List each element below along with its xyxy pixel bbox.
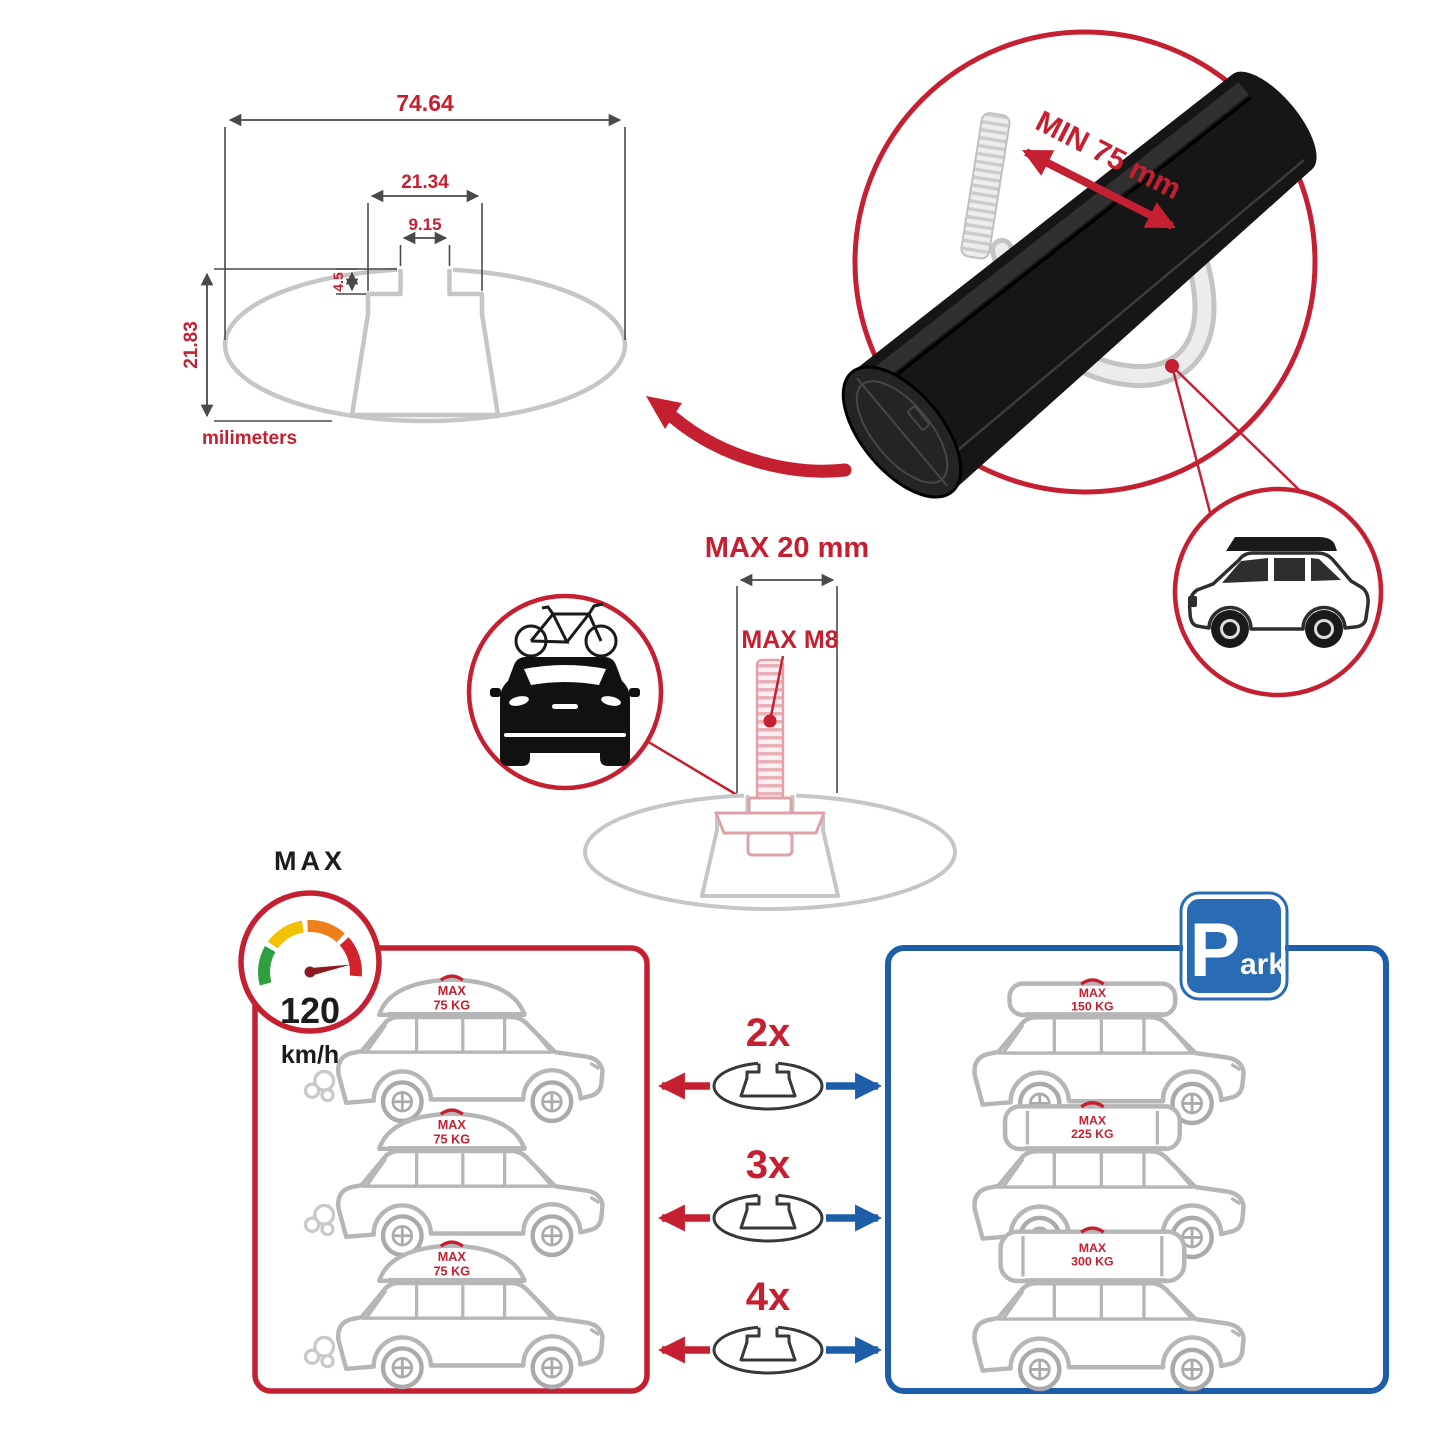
car-icon (338, 1148, 602, 1255)
parked-car-row-3: MAX 300 KG (975, 1226, 1244, 1389)
car-icon (338, 1280, 602, 1387)
load-value: 300 KG (1071, 1254, 1113, 1268)
step-depth-dim: 4.5 (330, 272, 346, 292)
cross-section-dimension-diagram: 74.64 21.34 9.15 4.5 21.83 milimeters (181, 90, 628, 449)
load-title: MAX (438, 1118, 467, 1132)
load-value: 150 KG (1071, 999, 1113, 1013)
unit-label: milimeters (202, 428, 297, 449)
multiplier-label: 2x (746, 1011, 791, 1055)
car-with-bike-icon (490, 602, 640, 766)
load-title: MAX (1079, 986, 1107, 1000)
load-title: MAX (438, 984, 467, 998)
multiplier-label: 4x (746, 1275, 791, 1319)
load-value: 225 KG (1071, 1127, 1113, 1141)
multiplier-row-2x: 2x (657, 1011, 883, 1109)
exhaust-smoke-icon (303, 1335, 336, 1369)
gauge-ring (238, 890, 382, 1034)
total-width-dim: 74.64 (396, 90, 454, 116)
crossbar-profile-icon (714, 1327, 822, 1373)
speed-max-label: MAX (274, 846, 346, 876)
parking-suffix: ark (1240, 948, 1285, 981)
load-title: MAX (1079, 1113, 1107, 1127)
multiplier-row-3x: 3x (657, 1143, 883, 1241)
exhaust-smoke-icon (303, 1069, 336, 1103)
arrowhead (646, 396, 682, 429)
total-height-dim: 21.83 (181, 321, 202, 369)
speed-value: 120 (280, 990, 340, 1031)
max-length-label: MAX 20 mm (705, 532, 869, 564)
driving-car-row-3: MAX 75 KG (303, 1242, 603, 1387)
max-thread-label: MAX M8 (741, 626, 838, 654)
car-icon (338, 1014, 602, 1121)
load-value: 75 KG (434, 1132, 471, 1146)
load-value: 75 KG (434, 1264, 471, 1278)
driving-car-row-2: MAX 75 KG (303, 1110, 603, 1255)
parked-car-row-2: MAX 225 KG (975, 1101, 1244, 1257)
slot-width-dim: 9.15 (408, 215, 441, 234)
parking-sign: P ark (1179, 891, 1289, 1001)
suv-with-roofbox-icon (1187, 537, 1370, 648)
bike-mount-example (466, 593, 664, 791)
dimension-lines (200, 113, 626, 422)
roof-box-icon (1002, 1101, 1183, 1152)
parked-limits-panel (885, 945, 1389, 1394)
crossbar-profile-icon (714, 1195, 822, 1241)
roof-basket-icon (998, 1226, 1187, 1284)
exhaust-smoke-icon (303, 1203, 336, 1237)
load-title: MAX (438, 1250, 467, 1264)
parked-car-row-1: MAX 150 KG (975, 978, 1244, 1123)
gauge-pivot (304, 966, 316, 978)
t-slot-channel (349, 269, 501, 418)
multiplier-label: 3x (746, 1143, 791, 1187)
gauge-arc-segments (258, 920, 362, 986)
parking-p-letter: P (1190, 908, 1241, 993)
driving-car-row-1: MAX 75 KG (303, 976, 603, 1121)
bar-end-face (841, 365, 963, 499)
load-title: MAX (1079, 1241, 1107, 1255)
load-value: 75 KG (434, 998, 471, 1012)
thread-callout-dot (763, 714, 777, 728)
pointer-arrow-to-diagram (646, 396, 852, 478)
crossbar-profile-icon (714, 1063, 822, 1109)
rooftop-cargo-example (1172, 486, 1384, 698)
multiplier-row-4x: 4x (657, 1275, 883, 1373)
speed-unit: km/h (281, 1041, 339, 1069)
car-icon (975, 1280, 1244, 1389)
t-bolt-icon (714, 658, 826, 857)
crossbar-detail-view: MIN 75 mm (841, 29, 1318, 499)
speed-limit-gauge: MAX 120 km/h (238, 846, 382, 1069)
driving-limits-panel (252, 945, 650, 1394)
gauge-needle (309, 964, 351, 976)
bolt-dimension-lines (736, 573, 838, 793)
step-width-dim: 21.34 (401, 172, 449, 193)
bolt-spec-diagram: MAX 20 mm MAX M8 (583, 532, 957, 911)
